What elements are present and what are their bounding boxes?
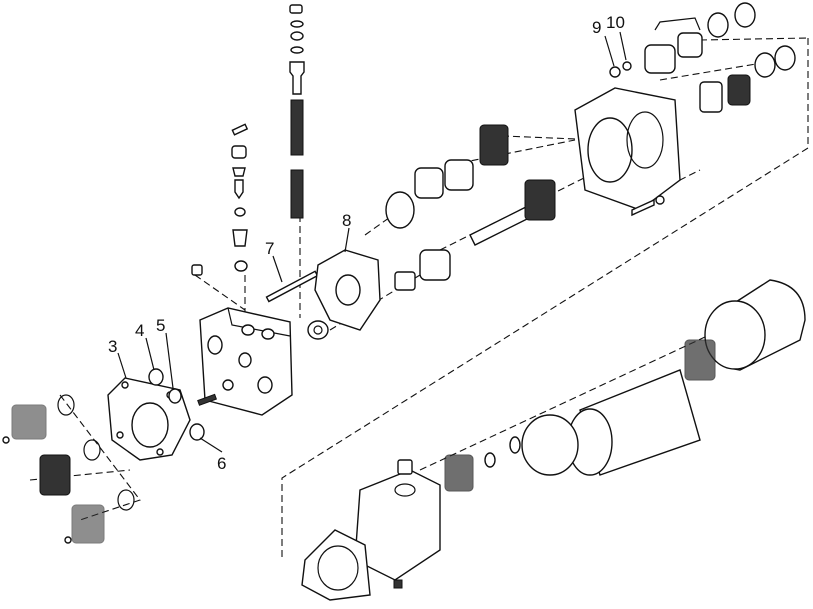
- pin-and-gasket: [265, 249, 381, 340]
- label-6: 6: [217, 454, 226, 473]
- relief-valve-parts: [289, 4, 305, 219]
- label-8: 8: [342, 211, 351, 230]
- label-4: 4: [135, 321, 144, 340]
- leader-lines: [117, 31, 627, 453]
- gasket-and-rings: [107, 368, 205, 461]
- label-5: 5: [156, 316, 165, 335]
- filter-housing: [301, 459, 441, 601]
- gear-shafts: [385, 124, 556, 291]
- check-valve-parts: [191, 123, 249, 276]
- label-7: 7: [265, 239, 274, 258]
- pump-body: [197, 307, 293, 416]
- filter-assembly: [444, 279, 806, 492]
- label-10: 10: [606, 13, 625, 32]
- drive-gears: [2, 394, 135, 544]
- rear-housing: [574, 61, 681, 217]
- bearings-seals: [644, 2, 796, 113]
- label-3: 3: [108, 337, 117, 356]
- label-9: 9: [592, 18, 601, 37]
